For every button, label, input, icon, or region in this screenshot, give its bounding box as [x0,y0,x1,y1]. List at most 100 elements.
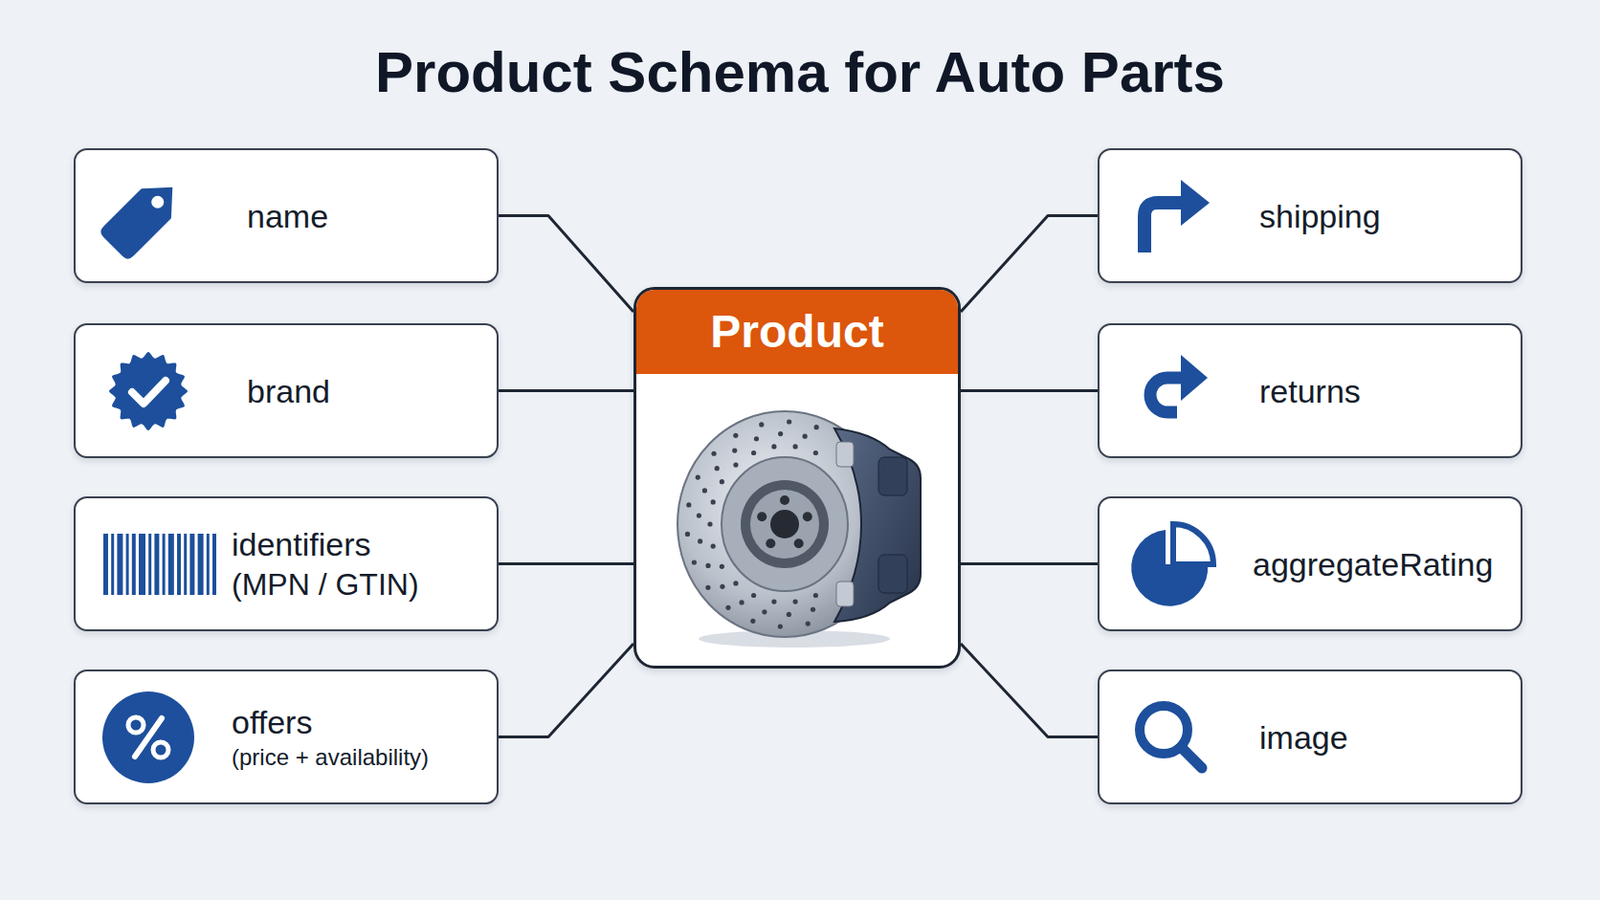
barcode-bar [177,533,181,596]
drill-hole [711,499,716,505]
property-box: offers(price + availability) [73,669,499,805]
lug-hole [794,538,804,549]
barcode-bar [162,533,166,596]
hub [740,480,829,569]
connector-line [960,389,1098,393]
caliper-piston [878,457,908,496]
disc-shadow [698,630,890,648]
shipping-arrow-icon [1144,179,1210,253]
connector-line [498,644,634,738]
barcode-bar [103,533,109,596]
drill-hole [733,580,738,586]
drill-hole [711,451,716,457]
barcode-bar [116,533,123,596]
drill-hole [751,593,756,599]
lug-hole [765,538,776,549]
property-name: offers [231,702,484,743]
property-box: brand [73,323,499,459]
drill-hole [793,444,799,449]
drill-hole [813,450,819,456]
barcode-bar [138,533,146,596]
drill-hole [711,543,716,549]
rotor-hat [721,457,848,592]
drill-hole [805,621,811,626]
property-name: aggregateRating [1252,544,1508,585]
product-box: Product [633,287,961,669]
drill-hole [758,422,764,427]
drill-hole [750,619,756,624]
badge-icon [109,352,188,431]
connector-line [498,562,634,566]
drill-hole [719,479,725,485]
drill-hole [732,447,737,453]
property-box: image [1097,669,1523,805]
barcode-bar [198,533,204,596]
drill-hole [813,593,819,599]
drill-hole [719,584,725,590]
drill-hole [751,450,756,456]
drill-hole [714,466,720,471]
property-name: returns [1259,371,1508,412]
property-box: aggregateRating [1097,496,1523,632]
property-name: brand [246,371,484,412]
caliper-bracket [836,581,854,607]
property-box: name [73,148,499,284]
barcode-bar [132,533,136,596]
connector-line [960,562,1098,566]
drill-hole [696,513,702,519]
drill-hole [705,563,711,569]
drill-hole [786,612,792,618]
tag-icon [98,172,188,262]
lug-hole [756,511,767,522]
drill-hole [771,444,777,449]
return-arrow-icon [1150,355,1208,413]
drill-hole [793,599,799,604]
drill-hole [733,433,738,439]
drill-hole [707,521,712,527]
center-bore [770,510,800,539]
drill-hole [733,463,738,468]
property-name: Product [710,305,884,359]
barcode-bar [206,533,210,596]
connector-line [498,216,634,313]
property-name: name [246,196,484,237]
drill-hole [725,605,731,611]
drill-hole [702,488,708,493]
magnifier-icon [1139,706,1202,769]
connector-line [498,389,634,393]
drill-hole [814,424,820,430]
property-name: shipping [1259,196,1508,237]
hub-face [750,489,820,559]
barcode-bar [148,533,152,596]
barcode-bar [183,533,187,596]
barcode-bar [126,533,130,596]
product-header: Product [636,289,958,375]
property-name: identifiers [231,524,484,565]
drill-hole [697,538,703,544]
lug-hole [779,495,790,506]
drill-hole [761,609,767,615]
caliper-piston [878,555,908,594]
property-box: returns [1097,323,1523,459]
brake-caliper [834,428,921,623]
property-note: (price + availability) [231,742,484,773]
barcode-bar [111,533,114,596]
diagram-title: Product Schema for Auto Parts [0,38,1600,108]
barcode-bar [189,533,195,596]
barcode-bar [168,533,175,596]
property-note: (MPN / GTIN) [231,564,484,605]
drill-hole [691,559,697,565]
lug-hole [802,511,813,522]
drill-hole [719,564,725,570]
drill-hole [777,431,783,437]
barcode-icon [103,533,217,596]
drill-hole [786,419,792,424]
connector-line [960,644,1098,738]
drill-hole [754,436,759,442]
property-name: image [1259,717,1508,758]
drill-hole [705,585,711,591]
caliper-bracket [836,442,854,467]
barcode-bar [154,533,159,596]
brake-disc-illustration [677,411,921,648]
